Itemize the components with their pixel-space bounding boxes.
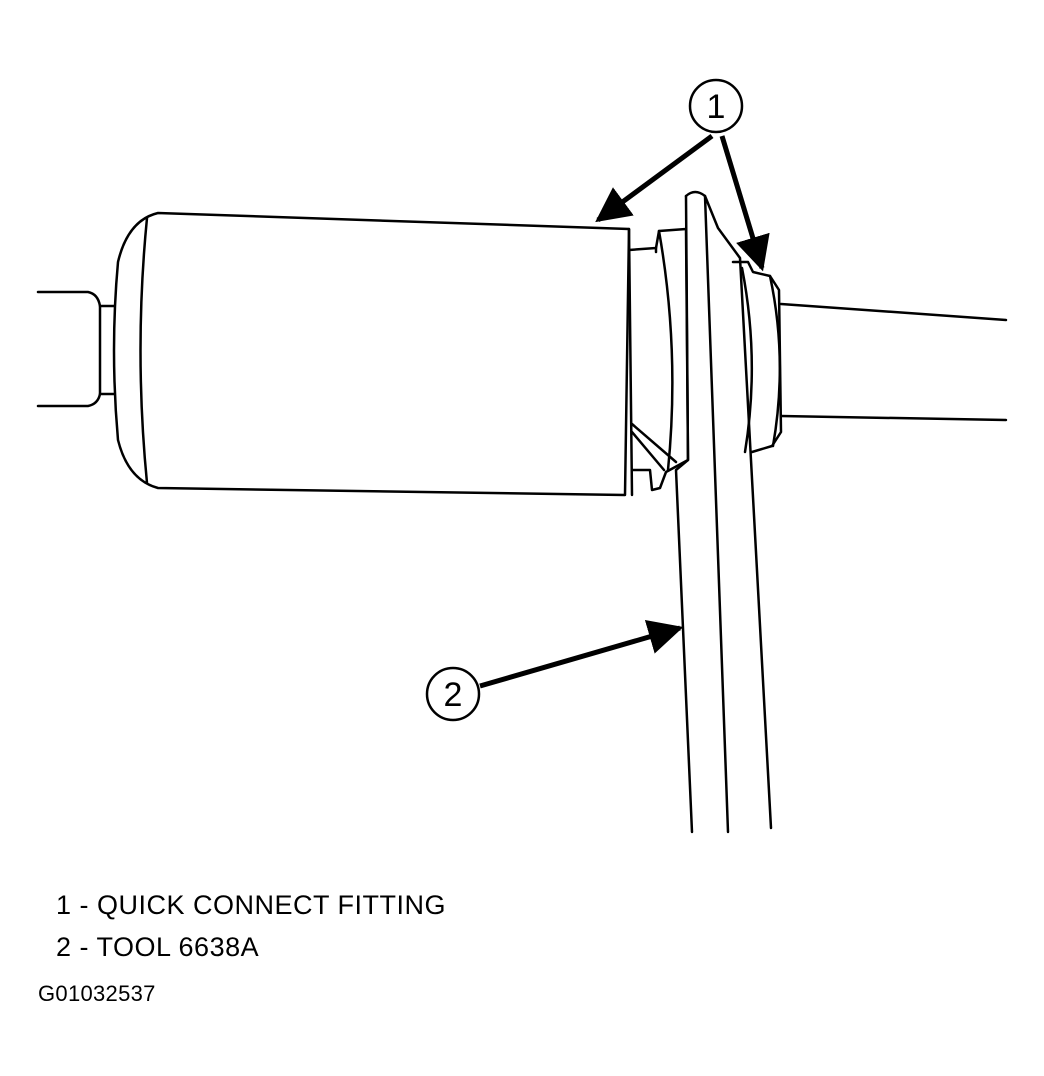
left-fuel-line bbox=[36, 290, 118, 408]
legend-item-tool: 2 - TOOL 6638A bbox=[56, 932, 260, 962]
callout-1-arrow-body bbox=[595, 133, 714, 223]
figure-id: G01032537 bbox=[38, 981, 156, 1006]
callout-2-number: 2 bbox=[444, 676, 463, 714]
quick-connect-diagram: 1 2 bbox=[36, 78, 1008, 834]
callout-2-arrow bbox=[479, 619, 684, 689]
legend-item-quick-connect-fitting: 1 - QUICK CONNECT FITTING bbox=[56, 890, 447, 920]
right-fuel-line bbox=[779, 302, 1008, 422]
callout-1-arrow-retainer bbox=[719, 135, 770, 272]
callout-1: 1 bbox=[595, 78, 770, 272]
tool-6638a bbox=[674, 190, 773, 834]
fitting-collar bbox=[627, 227, 690, 492]
quick-connect-fitting-body bbox=[112, 211, 634, 497]
callout-2: 2 bbox=[425, 619, 684, 722]
callout-1-number: 1 bbox=[707, 88, 726, 126]
legend: 1 - QUICK CONNECT FITTING 2 - TOOL 6638A bbox=[56, 884, 446, 968]
